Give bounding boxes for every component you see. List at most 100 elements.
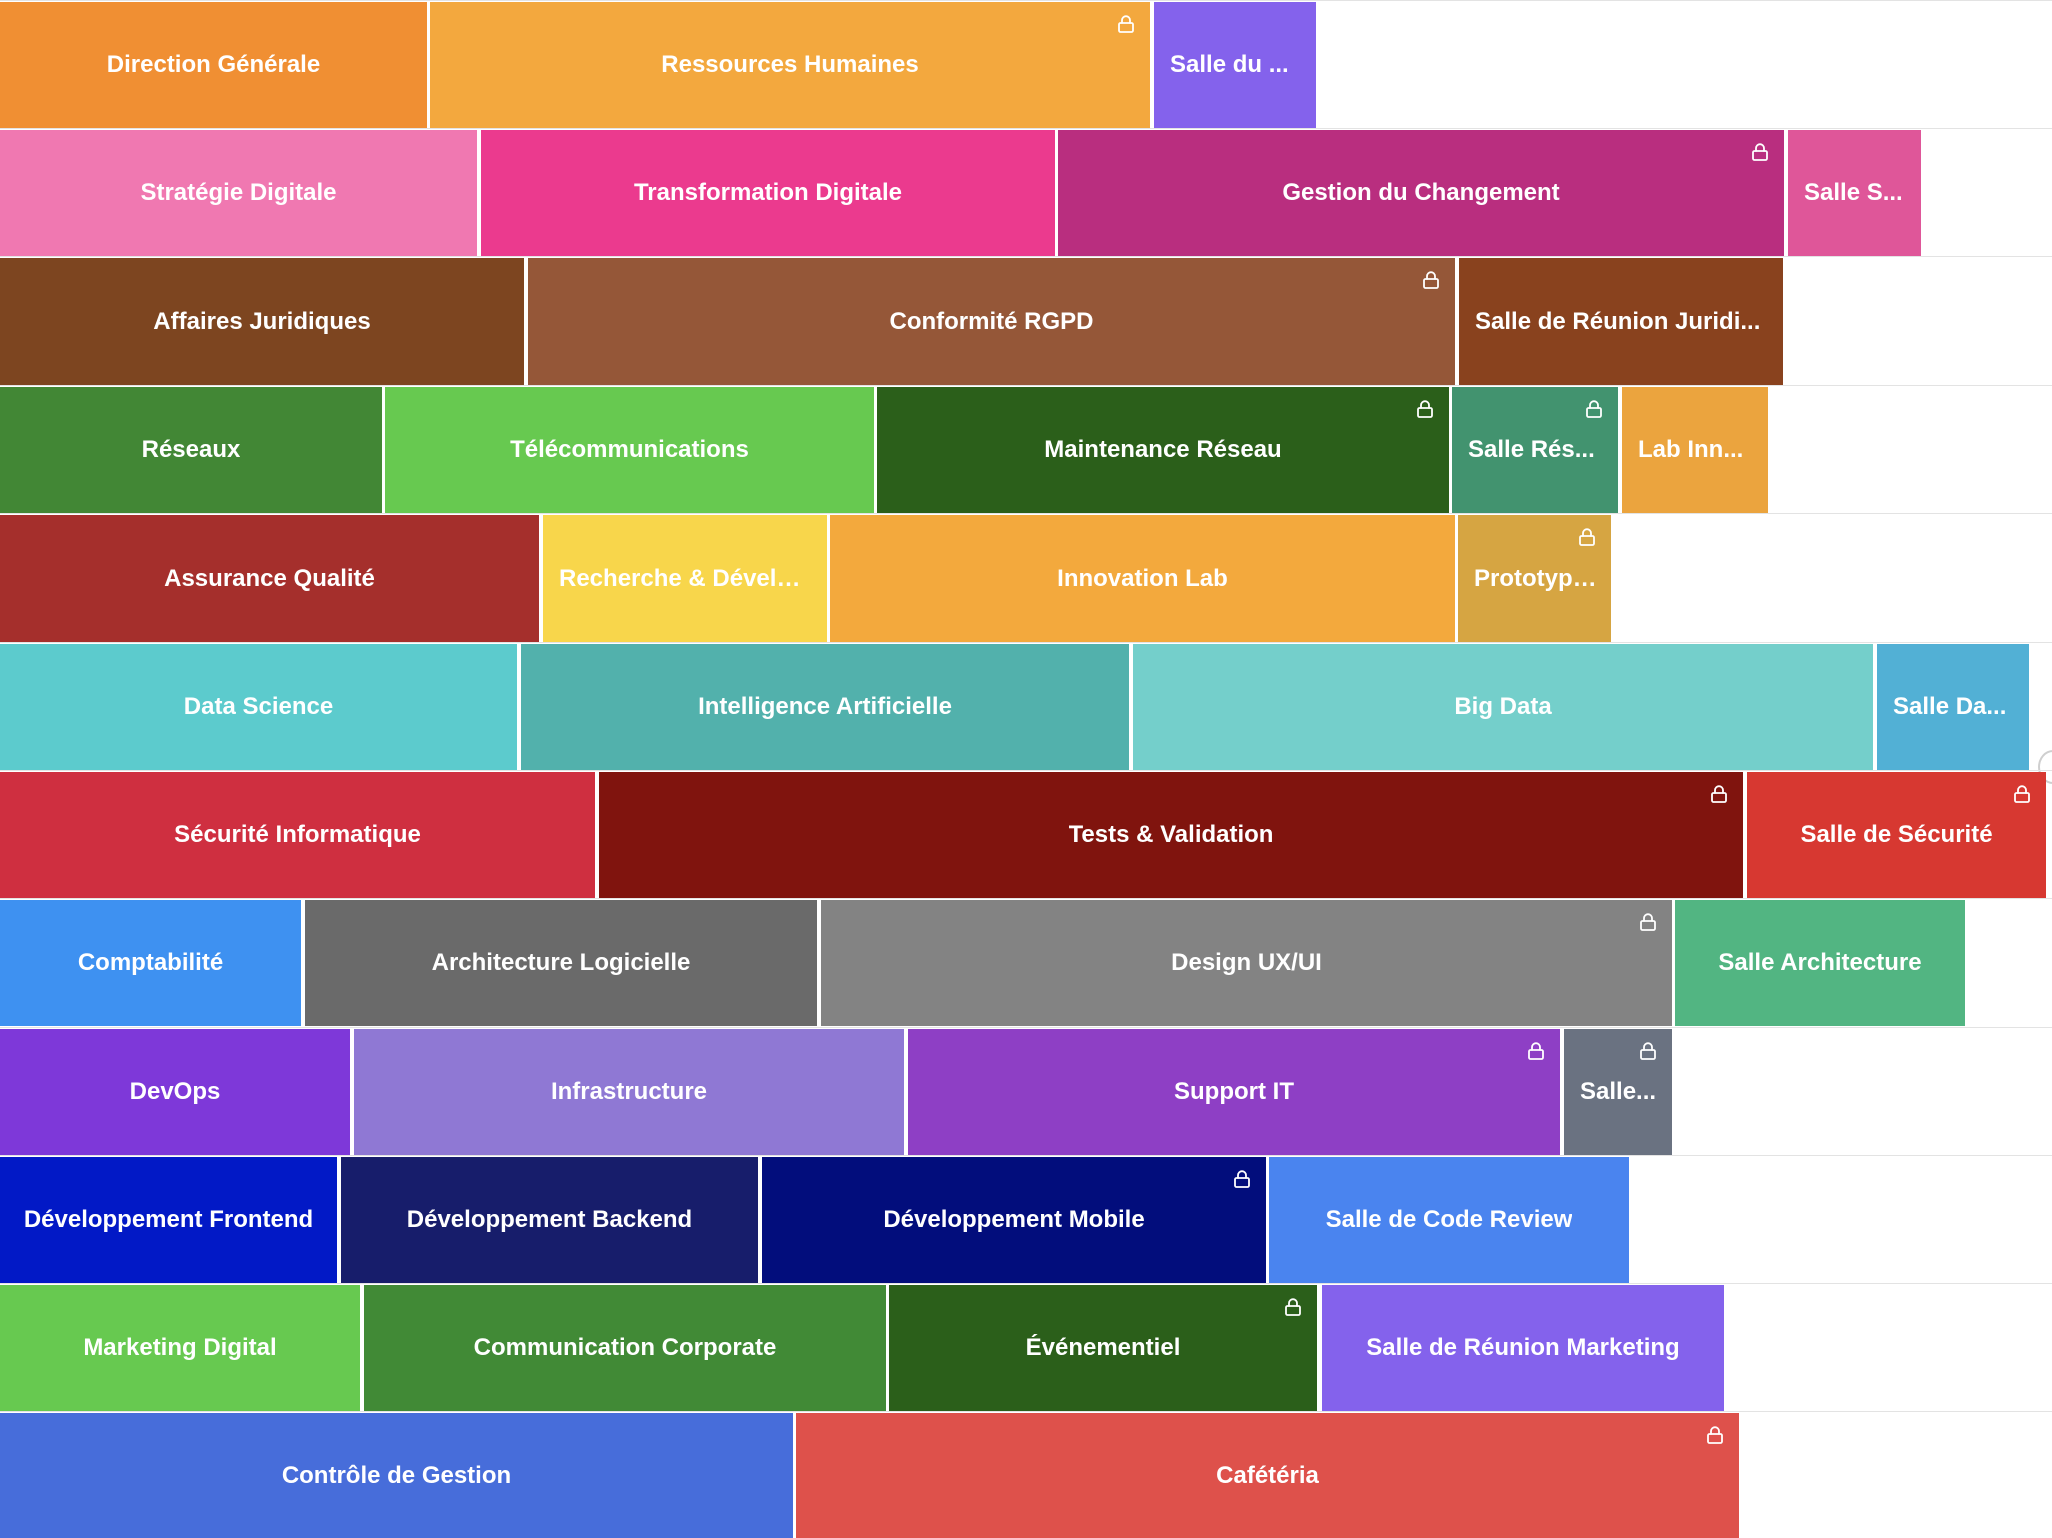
room-tile[interactable]: Sécurité Informatique bbox=[0, 772, 595, 898]
lock-icon bbox=[1577, 527, 1597, 547]
room-label: DevOps bbox=[129, 1078, 221, 1105]
room-label: Big Data bbox=[1454, 693, 1552, 720]
room-label: Événementiel bbox=[1025, 1334, 1181, 1361]
room-label: Affaires Juridiques bbox=[153, 307, 371, 335]
room-tile[interactable]: Réseaux bbox=[0, 387, 382, 513]
room-label: Sécurité Informatique bbox=[174, 821, 421, 848]
room-tile[interactable]: Salle Da... bbox=[1877, 644, 2029, 770]
room-label: Salle Da... bbox=[1893, 693, 2007, 720]
room-label: Salle de Réunion Juridi... bbox=[1475, 307, 1761, 335]
row-divider bbox=[0, 642, 2052, 643]
row-divider bbox=[0, 128, 2052, 129]
room-tile[interactable]: Salle de Réunion Marketing bbox=[1322, 1285, 1724, 1411]
lock-icon bbox=[1116, 14, 1136, 34]
room-tile[interactable]: Salle de Réunion Juridi... bbox=[1459, 258, 1783, 385]
row-divider bbox=[0, 1155, 2052, 1156]
room-tile[interactable]: Maintenance Réseau bbox=[877, 387, 1449, 513]
row-divider bbox=[0, 898, 2052, 899]
room-tile[interactable]: Télécommunications bbox=[385, 387, 874, 513]
row-divider bbox=[0, 0, 2052, 1]
room-label: Maintenance Réseau bbox=[1044, 436, 1282, 463]
room-label: Prototypa... bbox=[1474, 564, 1599, 592]
room-tile[interactable]: Salle de Sécurité bbox=[1747, 772, 2046, 898]
room-tile[interactable]: Comptabilité bbox=[0, 900, 301, 1026]
lock-icon bbox=[1421, 270, 1441, 290]
row-divider bbox=[0, 1411, 2052, 1412]
room-label: Recherche & Dévelop... bbox=[559, 564, 815, 592]
room-tile[interactable]: Design UX/UI bbox=[821, 900, 1672, 1026]
room-tile[interactable]: Salle Architecture bbox=[1675, 900, 1965, 1026]
room-tile[interactable]: Assurance Qualité bbox=[0, 515, 539, 642]
room-label: Data Science bbox=[183, 693, 334, 720]
room-tile[interactable]: Contrôle de Gestion bbox=[0, 1413, 793, 1538]
room-tile[interactable]: Marketing Digital bbox=[0, 1285, 360, 1411]
room-label: Marketing Digital bbox=[83, 1334, 277, 1361]
row-divider bbox=[0, 1283, 2052, 1284]
room-tile[interactable]: Data Science bbox=[0, 644, 517, 770]
room-tile[interactable]: Architecture Logicielle bbox=[305, 900, 817, 1026]
room-label: Intelligence Artificielle bbox=[698, 693, 952, 720]
room-tile[interactable]: DevOps bbox=[0, 1029, 350, 1155]
room-tile[interactable]: Salle... bbox=[1564, 1029, 1672, 1155]
room-label: Développement Backend bbox=[406, 1206, 693, 1233]
room-label: Support IT bbox=[1174, 1078, 1294, 1105]
room-tile[interactable]: Conformité RGPD bbox=[528, 258, 1455, 385]
room-tile[interactable]: Salle du ... bbox=[1154, 2, 1316, 128]
room-tile[interactable]: Transformation Digitale bbox=[481, 130, 1055, 256]
room-label: Infrastructure bbox=[550, 1078, 708, 1105]
room-tile[interactable]: Prototypa... bbox=[1458, 515, 1611, 642]
room-tile[interactable]: Tests & Validation bbox=[599, 772, 1743, 898]
room-label: Salle de Sécurité bbox=[1800, 821, 1993, 848]
room-label: Direction Générale bbox=[106, 51, 321, 78]
lock-icon bbox=[1283, 1297, 1303, 1317]
room-tile[interactable]: Salle S... bbox=[1788, 130, 1921, 256]
room-tile[interactable]: Événementiel bbox=[889, 1285, 1317, 1411]
room-label: Architecture Logicielle bbox=[431, 949, 691, 976]
lock-icon bbox=[2012, 784, 2032, 804]
room-tile[interactable]: Big Data bbox=[1133, 644, 1873, 770]
room-label: Salle Architecture bbox=[1718, 949, 1922, 976]
room-label: Salle Rés... bbox=[1468, 436, 1595, 463]
room-tile[interactable]: Communication Corporate bbox=[364, 1285, 886, 1411]
room-label: Salle du ... bbox=[1170, 51, 1289, 78]
room-tile[interactable]: Infrastructure bbox=[354, 1029, 904, 1155]
lock-icon bbox=[1638, 1041, 1658, 1061]
room-tile[interactable]: Support IT bbox=[908, 1029, 1560, 1155]
row-divider bbox=[0, 1027, 2052, 1028]
lock-icon bbox=[1750, 142, 1770, 162]
room-tile[interactable]: Gestion du Changement bbox=[1058, 130, 1784, 256]
room-label: Réseaux bbox=[141, 436, 241, 463]
room-label: Innovation Lab bbox=[1057, 564, 1228, 592]
room-tile[interactable]: Développement Frontend bbox=[0, 1157, 337, 1283]
room-tile[interactable]: Direction Générale bbox=[0, 2, 427, 128]
room-label: Stratégie Digitale bbox=[140, 179, 337, 206]
room-label: Gestion du Changement bbox=[1282, 179, 1560, 206]
room-tile[interactable]: Innovation Lab bbox=[830, 515, 1455, 642]
room-tile[interactable]: Salle Rés... bbox=[1452, 387, 1618, 513]
room-tile[interactable]: Recherche & Dévelop... bbox=[543, 515, 827, 642]
room-tile[interactable]: Salle de Code Review bbox=[1269, 1157, 1629, 1283]
row-divider bbox=[0, 513, 2052, 514]
room-tile[interactable]: Stratégie Digitale bbox=[0, 130, 477, 256]
room-tile[interactable]: Lab Inn... bbox=[1622, 387, 1768, 513]
room-tile[interactable]: Ressources Humaines bbox=[430, 2, 1150, 128]
room-tile[interactable]: Développement Mobile bbox=[762, 1157, 1266, 1283]
room-label: Développement Frontend bbox=[23, 1206, 314, 1233]
room-tile[interactable]: Cafétéria bbox=[796, 1413, 1739, 1538]
room-label: Contrôle de Gestion bbox=[281, 1461, 512, 1489]
lock-icon bbox=[1232, 1169, 1252, 1189]
room-label: Ressources Humaines bbox=[661, 51, 919, 78]
row-divider bbox=[0, 385, 2052, 386]
room-tile[interactable]: Intelligence Artificielle bbox=[521, 644, 1129, 770]
room-label: Salle S... bbox=[1804, 179, 1903, 206]
room-label: Cafétéria bbox=[1216, 1461, 1319, 1489]
room-tile[interactable]: Affaires Juridiques bbox=[0, 258, 524, 385]
lock-icon bbox=[1709, 784, 1729, 804]
row-divider bbox=[0, 256, 2052, 257]
room-label: Tests & Validation bbox=[1068, 821, 1274, 848]
room-label: Salle... bbox=[1580, 1078, 1657, 1105]
room-label: Salle de Réunion Marketing bbox=[1366, 1334, 1680, 1361]
room-label: Design UX/UI bbox=[1171, 949, 1322, 976]
room-label: Développement Mobile bbox=[883, 1206, 1145, 1233]
room-tile[interactable]: Développement Backend bbox=[341, 1157, 758, 1283]
